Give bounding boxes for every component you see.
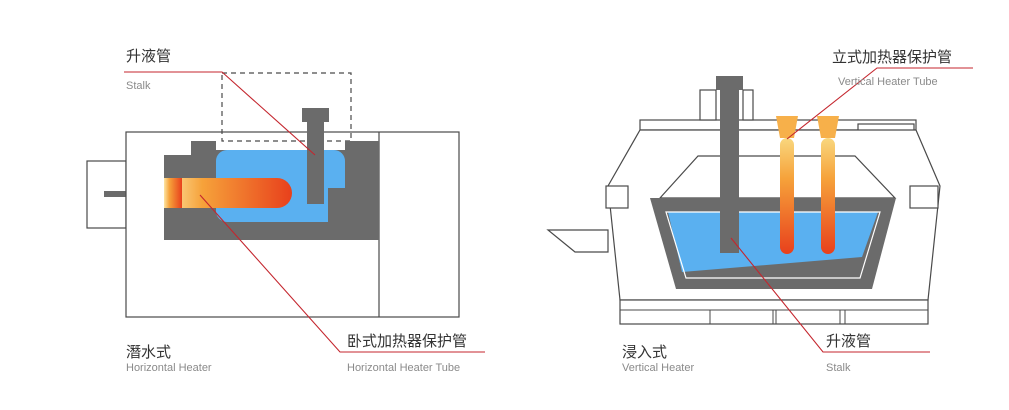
label-stalk-right-zh: 升液管 — [826, 332, 871, 350]
vertical-heater-furnace — [546, 76, 941, 325]
stalk-tube-left-head — [302, 108, 329, 122]
label-heater-left-zh: 卧式加热器保护管 — [347, 332, 467, 350]
label-stalk-left-en: Stalk — [126, 80, 151, 92]
label-type-right-en: Vertical Heater — [622, 362, 694, 374]
pressure-chamber-dashed — [221, 72, 352, 142]
furnace-base — [619, 299, 929, 325]
crucible-inner-step — [328, 188, 345, 222]
leader-heater-right — [786, 67, 973, 140]
crucible-hood — [658, 155, 897, 199]
horizontal-heater-tube-flange — [164, 178, 182, 208]
stalk-tube-right-cap2 — [742, 89, 754, 121]
horizontal-heater-tube — [164, 178, 292, 208]
stalk-tube-right — [720, 90, 739, 253]
leader-stalk-right — [730, 237, 930, 353]
vertical-heater-tube-1-head — [776, 116, 798, 138]
label-type-right-zh: 浸入式 — [622, 343, 667, 361]
flange-right — [909, 185, 939, 209]
label-type-left-zh: 潛水式 — [126, 343, 171, 361]
vertical-heater-tube-2-head — [817, 116, 839, 138]
leader-heater-left — [199, 194, 485, 353]
leader-stalk-left — [124, 71, 316, 156]
crucible-inner-outline — [665, 211, 881, 279]
stalk-tube-left — [307, 122, 324, 204]
label-heater-right-zh: 立式加热器保护管 — [832, 48, 952, 66]
vertical-heater-tube-1 — [780, 138, 794, 254]
flange-left — [605, 185, 629, 209]
label-stalk-right-en: Stalk — [826, 362, 851, 374]
vertical-heater-tube-2 — [821, 138, 835, 254]
label-heater-right-en: Vertical Heater Tube — [838, 76, 938, 88]
label-type-left-en: Horizontal Heater — [126, 362, 212, 374]
pouring-spout — [546, 229, 609, 253]
horizontal-heater-furnace — [86, 72, 460, 318]
label-stalk-left-zh: 升液管 — [126, 47, 171, 65]
label-heater-left-en: Horizontal Heater Tube — [347, 362, 460, 374]
stalk-tube-right-cap — [699, 89, 717, 121]
stalk-tube-right-head — [716, 76, 743, 90]
